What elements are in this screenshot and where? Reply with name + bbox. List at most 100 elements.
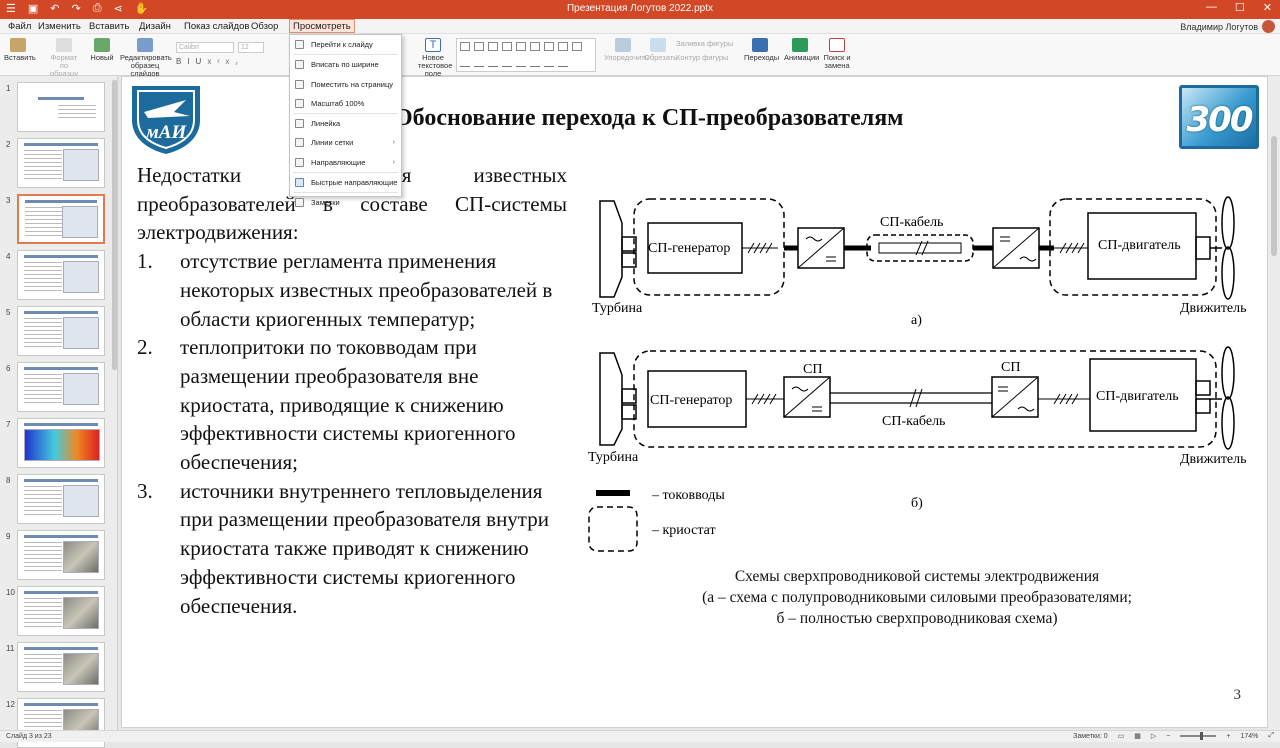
slide-thumbnail[interactable] [17,418,105,468]
cable-label-a: СП-кабель [880,215,943,230]
shaft-a [621,252,637,268]
cryostat-motor-a [1049,198,1217,296]
view-menu-item[interactable]: Быстрые направляющие [290,173,401,192]
menu-item-icon [295,157,304,167]
slideshow-view-icon[interactable]: ▷ [1150,733,1157,740]
page-number: 3 [1233,687,1242,703]
new-slide-button[interactable]: Новый [88,38,116,62]
font-size-field[interactable]: 12 [238,42,264,53]
turbine-icon-b [599,352,623,446]
menu-file[interactable]: Файл [8,21,32,32]
view-menu-item[interactable]: Поместить на страницу [290,75,401,94]
view-menu-item[interactable]: Вписать по ширине [290,55,401,74]
menu-edit[interactable]: Изменить [38,21,81,32]
turbine-icon-a [599,200,623,298]
slide-thumbnail[interactable] [17,530,105,580]
slide-thumbnail[interactable] [17,306,105,356]
view-menu-item[interactable]: Масштаб 100% [290,94,401,113]
slide-thumbnail[interactable] [17,474,105,524]
view-menu-item[interactable]: Перейти к слайду [290,35,401,54]
save-icon[interactable]: ▣ [27,3,39,15]
crop-button[interactable]: Обрезать [644,38,677,62]
legend-cryostat-box [588,506,638,552]
print-icon[interactable]: ⎙ [92,2,102,14]
menu-slideshow[interactable]: Показ слайдов [184,21,250,32]
canvas-scrollbar[interactable] [1268,76,1280,730]
close-icon[interactable]: ✕ [1262,2,1272,14]
app-menu-icon[interactable]: ☰ [6,3,16,15]
menu-item-icon [295,138,304,148]
slide-thumbnail[interactable] [17,586,105,636]
slide-thumbnail[interactable] [17,362,105,412]
fit-icon[interactable]: ⤢ [1268,732,1274,739]
slide-thumbnail[interactable] [17,194,105,244]
motor-label-a: СП-двигатель [1098,238,1181,253]
font-name-field[interactable]: Calibri [176,42,234,53]
thumbnail-number: 10 [6,588,15,597]
zoom-slider[interactable] [1180,732,1217,740]
menu-design[interactable]: Дизайн [139,21,171,32]
notes-toggle[interactable]: Заметки: 0 [1073,732,1108,740]
redo-icon[interactable]: ↷ [71,3,81,15]
list-item: 1.отсутствие регламента применения некот… [137,249,553,331]
menu-item-icon [295,98,304,108]
font-style-buttons[interactable]: BIUX²X₂ [176,57,244,67]
slide-thumbnail[interactable] [17,138,105,188]
menu-view[interactable]: Просмотреть [289,19,355,33]
transitions-button[interactable]: Переходы [744,38,779,62]
slide-title[interactable]: Обоснование перехода к СП-преобразовател… [394,105,904,131]
zoom-in-icon[interactable]: + [1226,732,1231,740]
touch-icon[interactable]: ✋ [134,3,149,15]
slide-thumbnail[interactable] [17,250,105,300]
menu-item-icon [295,60,304,70]
shapes-gallery[interactable] [456,38,596,72]
slide-counter: Слайд 3 из 23 [6,733,52,740]
menu-separator [293,113,398,115]
thumbnail-number: 3 [6,196,11,205]
shape-outline-button[interactable]: Контур фигуры [676,53,729,62]
zoom-level[interactable]: 174% [1240,732,1259,740]
undo-icon[interactable]: ↶ [50,3,60,15]
find-replace-button[interactable]: Поиск и замена [822,38,852,70]
thumbnails-scrollbar[interactable] [112,80,117,370]
edit-master-button[interactable]: Редактировать образец слайдов [120,38,172,78]
avatar[interactable] [1262,20,1275,33]
power-system-diagram[interactable]: СП-генератор СП-двигатель СП-кабель Турб… [588,177,1268,577]
thumbnail-number: 1 [6,84,11,93]
view-menu-item[interactable]: Линейка [290,114,401,133]
shape-fill-button[interactable]: Заливка фигуры [676,39,734,48]
paste-button[interactable]: Вставить [4,38,36,62]
menu-separator [293,172,398,174]
thumbnail-number: 12 [6,700,15,709]
slide-body-text[interactable]: Недостатки применения известных преобраз… [137,161,567,620]
menu-item-icon [295,79,304,89]
arrange-button[interactable]: Упорядочить [604,38,649,62]
menu-separator [293,192,398,194]
ribbon: Вставить Формат по образцу Новый Редакти… [0,34,1280,78]
view-menu-item[interactable]: Направляющие› [290,153,401,172]
normal-view-icon[interactable]: ▭ [1117,733,1125,740]
user-name[interactable]: Владимир Логутов [1180,22,1258,32]
share-icon[interactable]: ⋖ [113,3,123,15]
menu-review[interactable]: Обзор [251,21,279,32]
thumbnail-number: 2 [6,140,11,149]
view-menu-item[interactable]: Заметки [290,193,401,212]
quick-access-toolbar: ☰ ▣ ↶ ↷ ⎙ ⋖ ✋ [6,2,148,15]
title-bar: ☰ ▣ ↶ ↷ ⎙ ⋖ ✋ Презентация Логутов 2022.p… [0,0,1280,19]
canvas-scroll-thumb[interactable] [1271,136,1277,256]
zoom-out-icon[interactable]: − [1166,732,1171,740]
animations-button[interactable]: Анимации [784,38,819,62]
format-painter-button[interactable]: Формат по образцу [48,38,80,78]
sp-label-1: СП [803,362,822,377]
mover-label-b: Движитель [1180,452,1247,467]
menu-insert[interactable]: Вставить [89,21,130,32]
slide-thumbnail[interactable] [17,642,105,692]
slide-thumbnail[interactable] [17,82,105,132]
menu-item-icon [295,119,304,129]
maximize-icon[interactable]: ☐ [1234,2,1245,14]
minimize-icon[interactable]: — [1205,1,1217,13]
sorter-view-icon[interactable]: ▦ [1134,733,1141,740]
view-menu-item[interactable]: Линии сетки› [290,133,401,152]
